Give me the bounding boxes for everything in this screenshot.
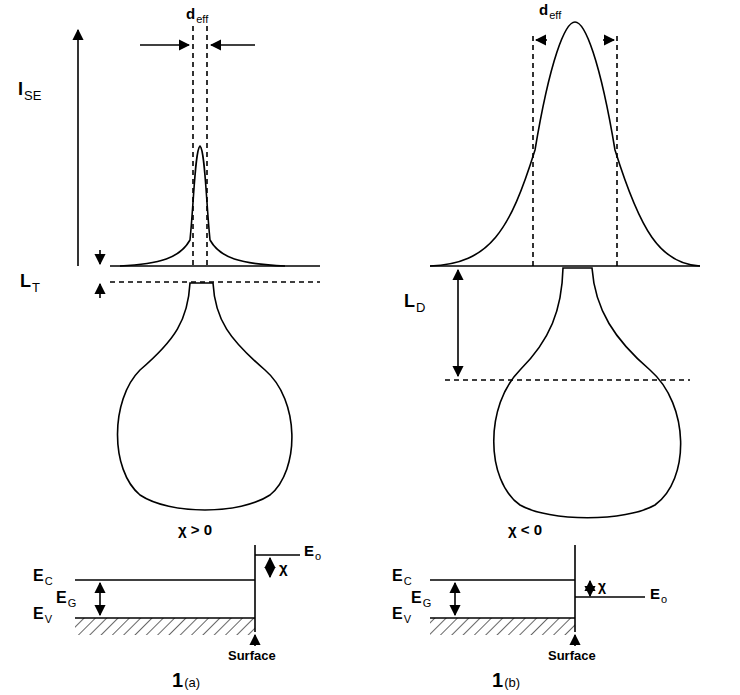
dimension-label: d [539,2,548,17]
depth-line [445,379,690,381]
band-label: E [304,543,314,558]
deff-arrow [603,39,614,41]
valence-hatch [430,618,575,635]
affinity-arrow [269,558,271,577]
subscript-label: (b) [504,676,520,689]
subscript-label: T [32,281,40,294]
dimension-label: d [186,6,195,21]
subscript-label: eff [196,14,208,25]
se-profile [430,22,700,266]
subscript-label: o [315,551,321,562]
axis-label: I [18,80,23,98]
figure-number: 1 [492,670,503,690]
deff-arrow [140,44,189,46]
deff-line [616,36,618,266]
lt-arrow [99,284,101,298]
surface-line [430,265,700,267]
surface-boundary [574,545,576,632]
valence-hatch [75,618,255,635]
condition-label: χ > 0 [178,522,212,537]
deff-arrow [536,39,547,41]
subscript-label: C [404,576,412,587]
gap-arrow [454,583,456,615]
subscript-label: D [416,301,425,314]
figure-number: 1 [172,670,183,690]
affinity-label: χ [279,560,288,575]
subscript-label: o [661,594,667,605]
band-label: E [650,586,660,601]
se-profile [120,146,285,266]
band-label: E [33,568,44,584]
subscript-label: G [423,598,432,609]
depth-label: L [404,292,415,310]
conduction-band [75,579,255,581]
subscript-label: G [68,598,77,609]
vacuum-level [255,554,300,556]
band-label: E [56,590,67,606]
surface-label: Surface [548,649,596,662]
subscript-label: V [404,614,411,625]
surface-label: Surface [228,649,276,662]
deff-arrow [211,44,255,46]
condition-label: χ < 0 [508,522,542,537]
band-label: E [33,606,44,622]
band-label: E [392,568,403,584]
subscript-label: eff [549,10,561,21]
conduction-band [430,579,575,581]
valence-band [430,617,575,619]
depth-line [110,281,320,283]
deff-line [206,26,208,266]
depth-label: L [20,272,31,290]
surface-pointer [254,635,256,646]
band-label: E [392,606,403,622]
deff-line [532,36,534,266]
valence-band [75,617,255,619]
affinity-label: χ [598,579,606,593]
subscript-label: SE [24,89,41,102]
lt-arrow [99,250,101,264]
surface-boundary [254,545,256,632]
ld-arrow [457,270,459,376]
affinity-arrow [589,581,591,596]
deff-line [192,26,194,266]
surface-pointer [574,635,576,646]
subscript-label: C [45,576,53,587]
interaction-volume [494,268,681,518]
surface-line [110,265,320,267]
interaction-volume [118,283,292,510]
subscript-label: V [45,614,52,625]
intensity-axis [77,30,79,266]
band-label: E [411,590,422,606]
subscript-label: (a) [184,676,200,689]
vacuum-level [575,596,645,598]
gap-arrow [99,583,101,615]
